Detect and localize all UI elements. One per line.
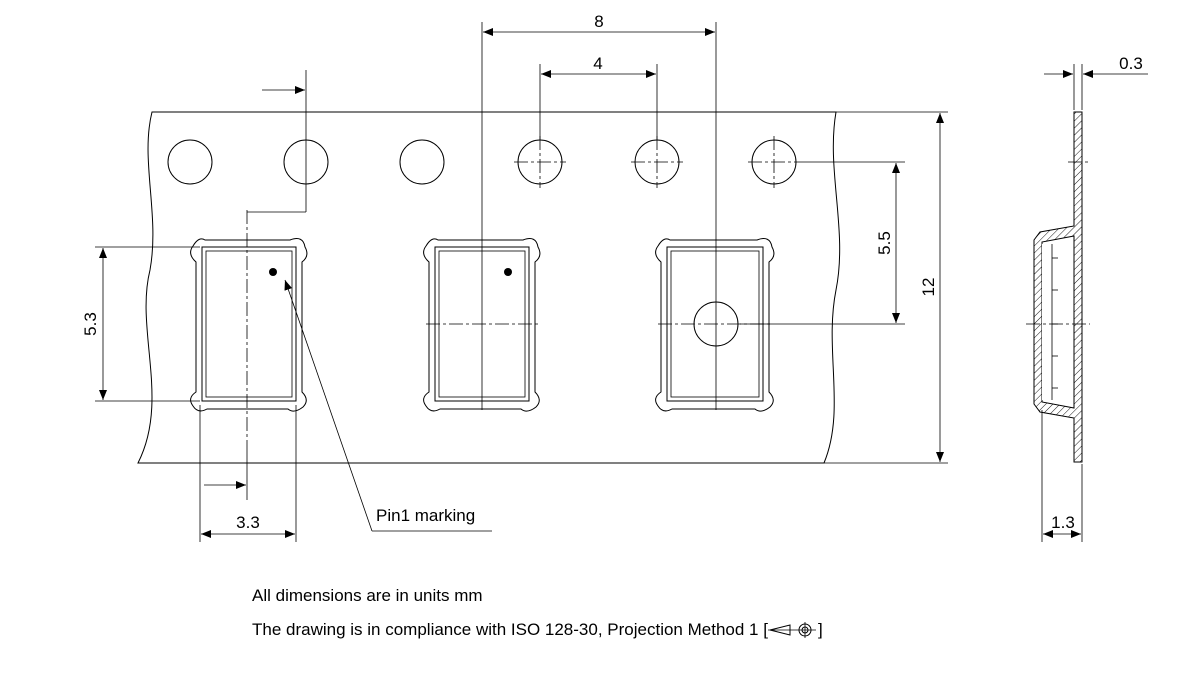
- pin1-leader: Pin1 marking: [284, 279, 492, 532]
- dim-4-label: 4: [593, 54, 602, 73]
- dimension-12: 12: [824, 111, 948, 464]
- dim-3-3-label: 3.3: [236, 513, 260, 532]
- dim-1-3-label: 1.3: [1051, 513, 1075, 532]
- dimension-5-5: 5.5: [740, 161, 905, 325]
- pocket-3: [655, 238, 775, 412]
- compliance-note: The drawing is in compliance with ISO 12…: [252, 620, 823, 639]
- dimension-5-3: 5.3: [81, 246, 200, 402]
- sprocket-holes: [167, 136, 800, 188]
- dimension-3-3: 3.3: [199, 405, 297, 542]
- side-section-view: [1026, 111, 1090, 463]
- carrier-tape-outline: [137, 111, 841, 464]
- units-note: All dimensions are in units mm: [252, 586, 483, 605]
- pin1-dot: [269, 268, 277, 276]
- dimension-4: 4: [539, 54, 658, 140]
- pocket-reference-marker: [204, 440, 248, 500]
- first-angle-projection-icon: [767, 622, 816, 638]
- dim-5-3-label: 5.3: [81, 312, 100, 336]
- dim-8-label: 8: [594, 12, 603, 31]
- hole-reference-marker: [247, 70, 307, 213]
- dim-0-3-label: 0.3: [1119, 54, 1143, 73]
- dim-12-label: 12: [919, 278, 938, 297]
- pocket-1: [190, 210, 308, 440]
- dimension-1-3: 1.3: [1041, 410, 1083, 542]
- pin1-dot-2: [504, 268, 512, 276]
- pin1-label: Pin1 marking: [376, 506, 475, 525]
- dimension-8: 8: [481, 12, 717, 410]
- dim-5-5-label: 5.5: [875, 231, 894, 255]
- dimension-0-3: 0.3: [1044, 54, 1148, 110]
